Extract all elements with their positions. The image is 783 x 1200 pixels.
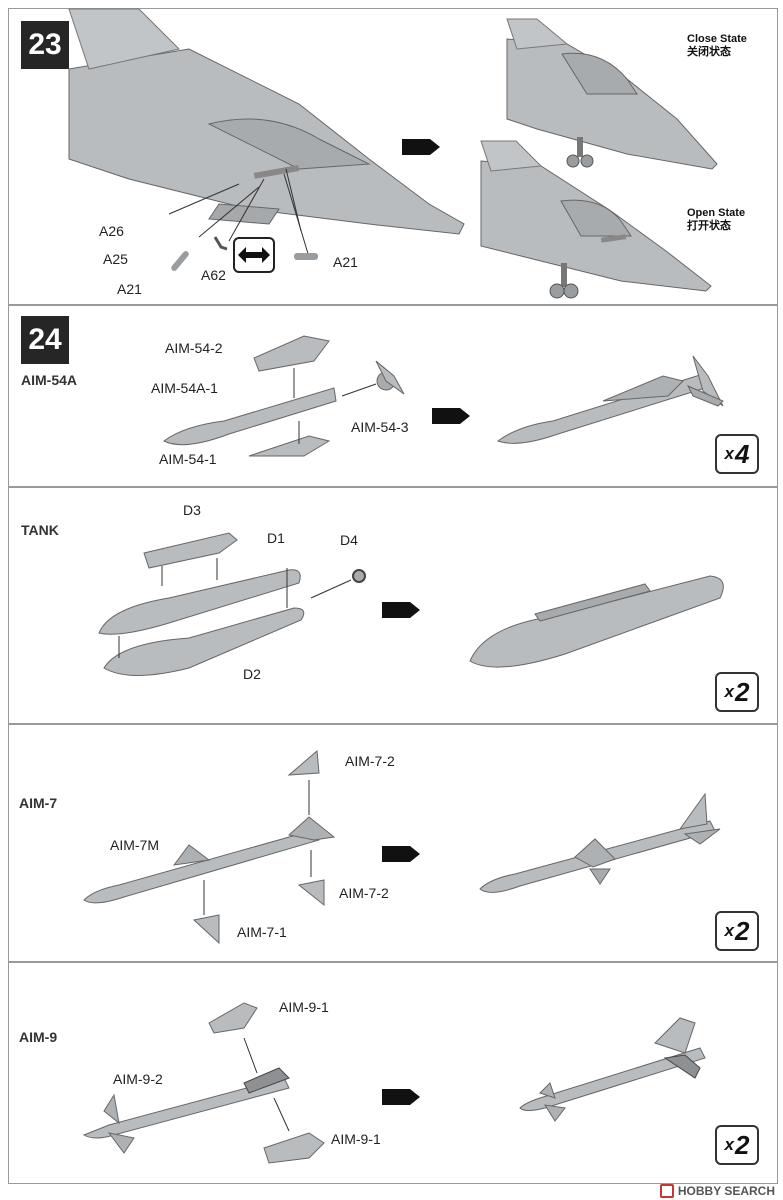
- label-aim-54-3: AIM-54-3: [351, 419, 409, 435]
- label-aim-9-1-top: AIM-9-1: [279, 999, 329, 1015]
- movable-part-icon: [233, 237, 275, 273]
- aim54-exploded-drawing: [163, 335, 405, 457]
- close-state-zh: 关闭状态: [687, 46, 731, 58]
- label-aim-7m: AIM-7M: [110, 837, 159, 853]
- step-arrow-icon: [402, 139, 440, 155]
- label-aim-9-2: AIM-9-2: [113, 1071, 163, 1087]
- aim7-assembled-drawing: [479, 792, 721, 893]
- label-a25: A25: [103, 251, 128, 267]
- label-aim-7-2-top: AIM-7-2: [345, 753, 395, 769]
- open-state-drawing: [480, 140, 712, 299]
- label-d4: D4: [340, 532, 358, 548]
- step-arrow-icon: [382, 602, 420, 618]
- step-arrow-icon: [382, 1089, 420, 1105]
- label-aim-9-1-bottom: AIM-9-1: [331, 1131, 381, 1147]
- tank-assembled-drawing: [469, 575, 724, 668]
- quantity-x: x: [724, 921, 734, 940]
- step-24-panel: 24 AIM-54A AIM-54-2 AIM-54A-1 AIM-54-3 A…: [8, 305, 778, 487]
- quantity-number: 2: [735, 676, 750, 707]
- section-title: AIM-9: [19, 1029, 58, 1045]
- quantity-x: x: [724, 444, 734, 463]
- close-state-en: Close State: [687, 33, 747, 45]
- label-a21-right: A21: [333, 254, 358, 270]
- label-a26: A26: [99, 223, 124, 239]
- label-aim-54a-1: AIM-54A-1: [151, 380, 218, 396]
- label-a62: A62: [201, 267, 226, 283]
- aim7-exploded-drawing: [83, 749, 336, 945]
- aircraft-nose-drawing: [68, 8, 465, 271]
- aim9-exploded-drawing: [82, 1002, 325, 1164]
- quantity-number: 2: [735, 915, 750, 946]
- closed-state-drawing: [506, 18, 718, 170]
- quantity-number: 4: [735, 438, 750, 469]
- label-aim-54-1: AIM-54-1: [159, 451, 217, 467]
- quantity-number: 2: [735, 1129, 750, 1160]
- open-state-label: Open State 打开状态: [687, 207, 745, 233]
- label-aim-7-1: AIM-7-1: [237, 924, 287, 940]
- hobby-search-logo-icon: [659, 1184, 674, 1198]
- step-number-badge: 24: [21, 316, 69, 364]
- aim54-assembled-drawing: [496, 355, 724, 444]
- open-state-en: Open State: [687, 207, 746, 219]
- section-title: AIM-54A: [21, 372, 78, 388]
- label-aim-7-2-mid: AIM-7-2: [339, 885, 389, 901]
- label-d1: D1: [267, 530, 285, 546]
- step-arrow-icon: [382, 846, 420, 862]
- open-state-zh: 打开状态: [687, 220, 731, 232]
- aim9-assembled-drawing: [519, 1017, 706, 1122]
- label-aim-54-2: AIM-54-2: [165, 340, 223, 356]
- section-title: AIM-7: [19, 795, 58, 811]
- label-d2: D2: [243, 666, 261, 682]
- label-a21-left: A21: [117, 281, 142, 297]
- quantity-x: x: [724, 1135, 734, 1154]
- section-title: TANK: [21, 522, 59, 538]
- step-number-badge: 23: [21, 21, 69, 69]
- step-arrow-icon: [432, 408, 470, 424]
- label-d3: D3: [183, 502, 201, 518]
- quantity-x: x: [724, 682, 734, 701]
- watermark: HOBBY SEARCH: [659, 1184, 775, 1198]
- tank-exploded-drawing: [98, 532, 366, 676]
- close-state-label: Close State 关闭状态: [687, 33, 747, 59]
- watermark-text: HOBBY SEARCH: [677, 1184, 775, 1198]
- step-23-panel: 23 A26 A25 A21 A62 A21 Close: [8, 8, 778, 305]
